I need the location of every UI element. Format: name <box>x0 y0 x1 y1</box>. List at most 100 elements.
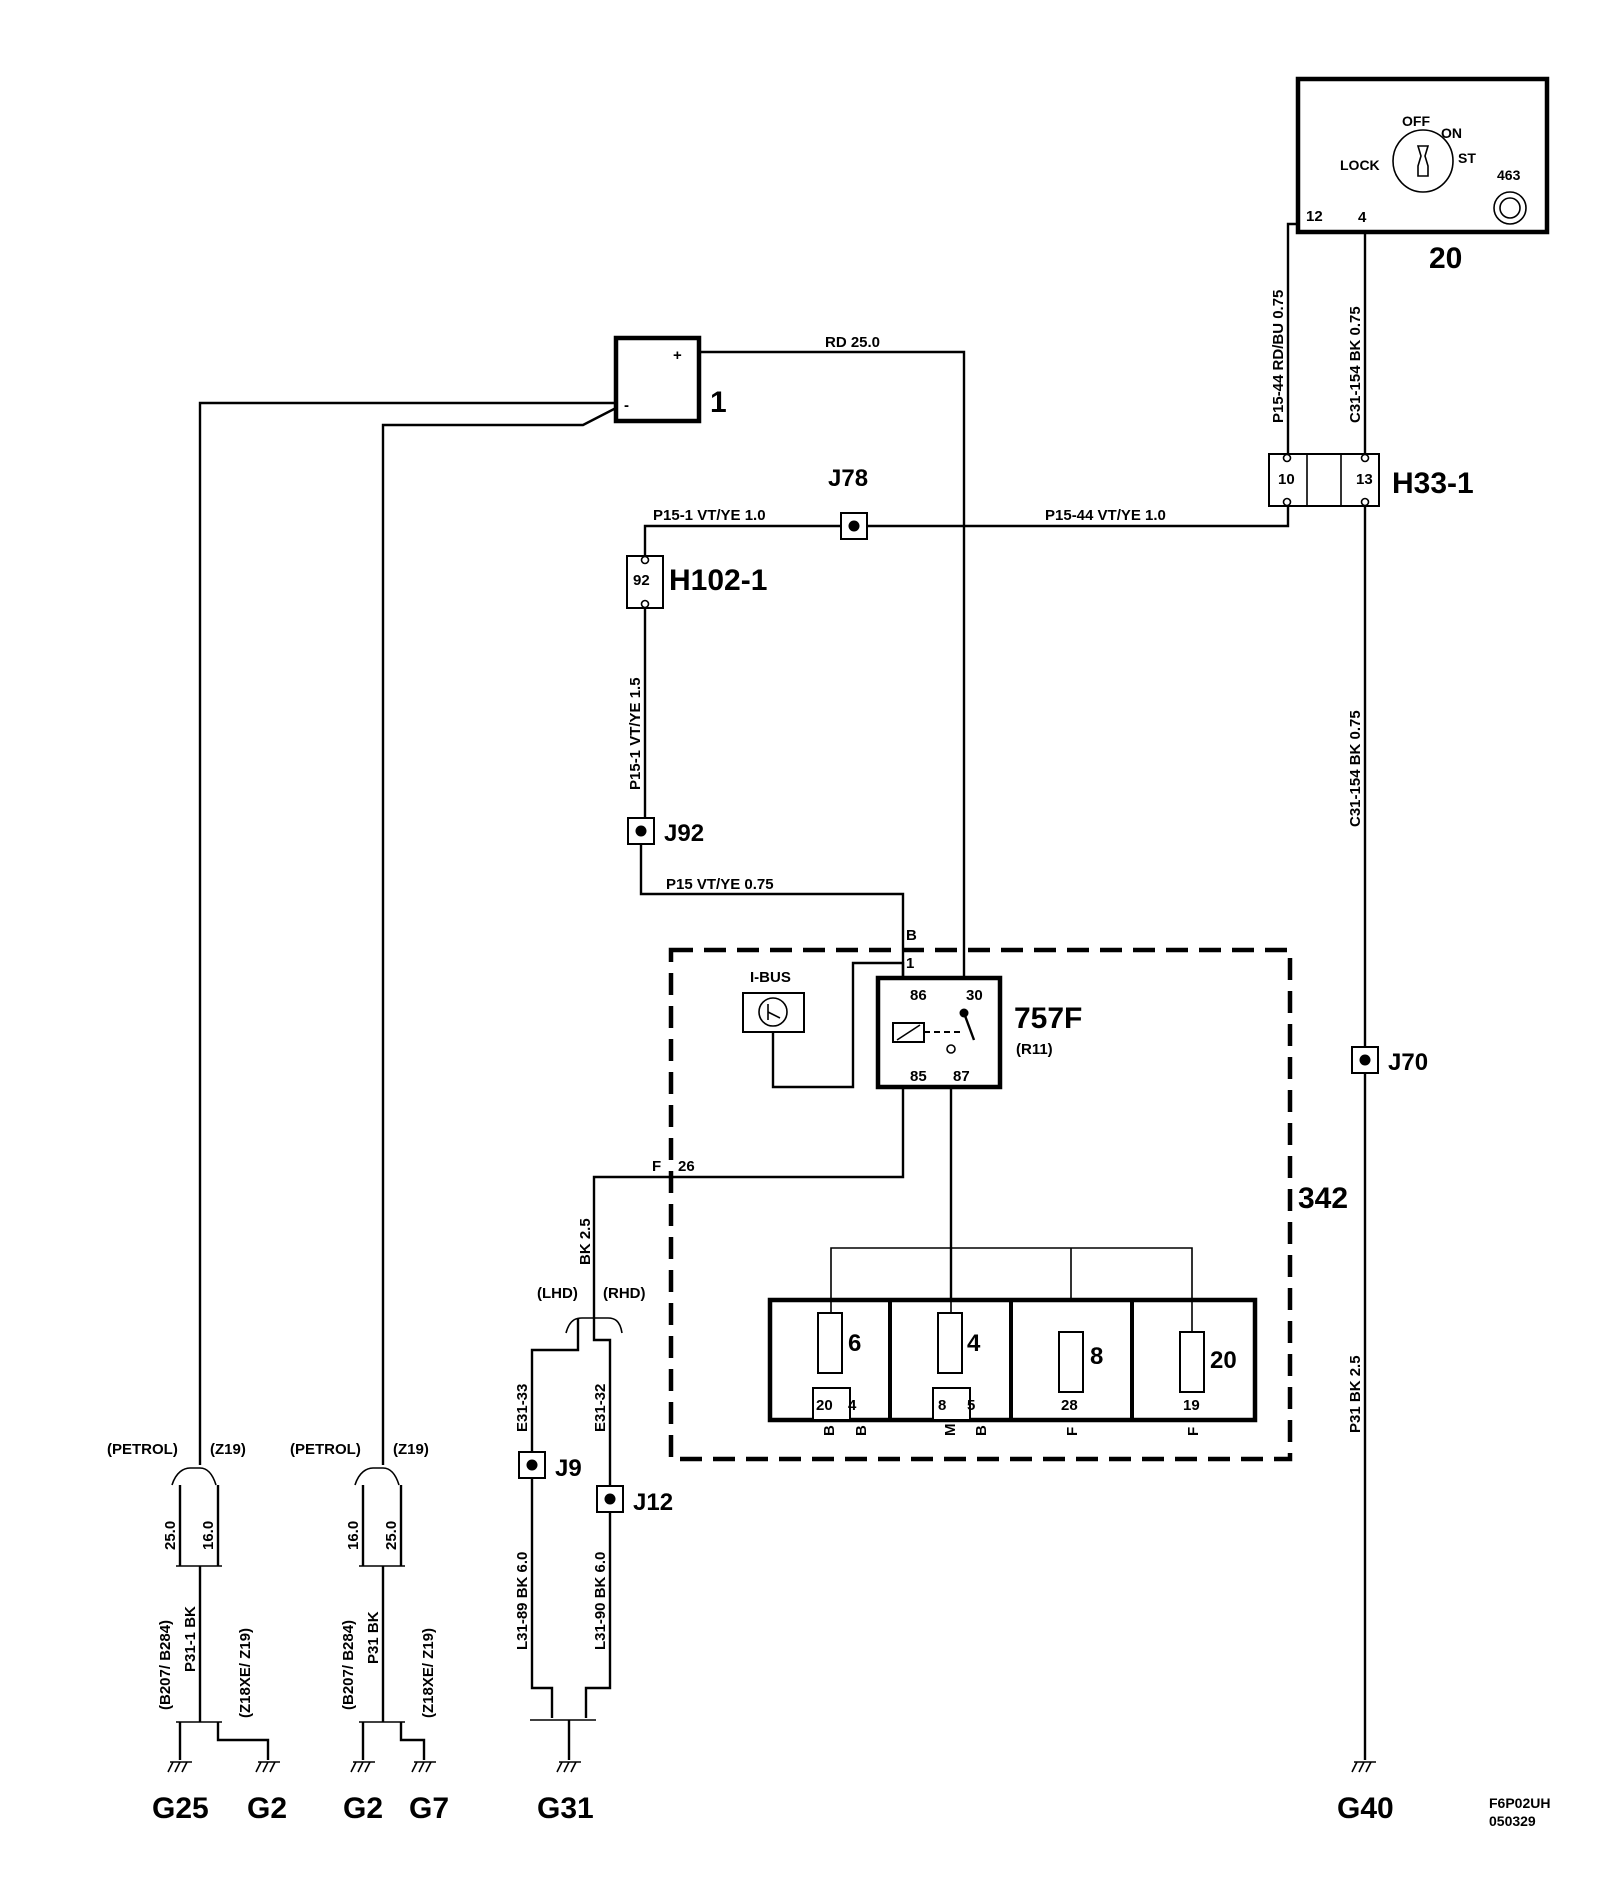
size-25-left: 25.0 <box>162 1521 179 1550</box>
j78-label: J78 <box>828 465 868 492</box>
wire-label-l31-90: L31-90 BK 6.0 <box>592 1552 609 1650</box>
variant-z19-1: (Z19) <box>210 1441 246 1458</box>
wire-ground-a <box>198 401 616 1465</box>
wire-label-p15: P15 VT/YE 0.75 <box>666 876 774 893</box>
wire-ibus <box>771 961 905 1089</box>
variant-b207-1: (B207/ B284) <box>157 1620 174 1710</box>
j70-label: J70 <box>1388 1049 1428 1076</box>
j12-label: J12 <box>633 1489 673 1516</box>
wire-label-e31-32: E31-32 <box>592 1384 609 1432</box>
connector-h33-1: 10 13 H33-1 <box>1268 453 1474 507</box>
fuse-6-number: 6 <box>848 1330 861 1357</box>
pin-label-f: F <box>652 1158 661 1175</box>
wire-label-c31-154-top: C31-154 BK 0.75 <box>1347 306 1364 423</box>
module-342 <box>668 947 1293 1462</box>
wire-label-rd-25: RD 25.0 <box>825 334 880 351</box>
relay-pin-30: 30 <box>966 987 983 1004</box>
switch-pos-st: ST <box>1458 150 1476 166</box>
reference-date: 050329 <box>1489 1813 1536 1829</box>
battery-id: 1 <box>710 386 727 419</box>
wire-l31-89 <box>530 1478 554 1718</box>
ignition-switch-id: 20 <box>1429 242 1462 275</box>
wire-label-p31: P31 BK <box>365 1611 382 1664</box>
fuse-4-pin-a: 8 <box>938 1397 946 1414</box>
variant-bracket-1 <box>171 1467 217 1486</box>
wire-l31-90 <box>584 1512 612 1718</box>
sensor-463-label: 463 <box>1497 167 1521 183</box>
ground-g2-label: G2 <box>247 1792 287 1825</box>
connector-h102-1: 92 H102-1 <box>626 555 767 609</box>
fuse-4-code-a: M <box>942 1424 959 1437</box>
j92-label: J92 <box>664 820 704 847</box>
wire-ground-b <box>381 406 617 1465</box>
wire-label-p15-1-top: P15-1 VT/YE 1.0 <box>653 507 766 524</box>
fuse-4-number: 4 <box>967 1330 981 1357</box>
relay-sub: (R11) <box>1016 1041 1053 1058</box>
reference-code: F6P02UH <box>1489 1795 1550 1811</box>
relay-pin-86: 86 <box>910 987 927 1004</box>
battery-plus: + <box>673 347 682 364</box>
wire-p15 <box>639 844 905 977</box>
splice-j70: J70 <box>1351 1046 1428 1076</box>
variant-rhd: (RHD) <box>603 1285 646 1302</box>
switch-pos-on: ON <box>1441 125 1462 141</box>
variant-lhd: (LHD) <box>537 1285 578 1302</box>
ibus-label: I-BUS <box>750 969 791 986</box>
variant-petrol-2: (PETROL) <box>290 1441 361 1458</box>
wire-label-p15-44-rdbu: P15-44 RD/BU 0.75 <box>1270 290 1287 423</box>
ground-g25-label: G25 <box>152 1792 209 1825</box>
variant-bracket-2 <box>354 1467 400 1486</box>
wire-p15-1-top <box>643 524 841 556</box>
wire-label-p31-1: P31-1 BK <box>182 1606 199 1672</box>
h33-pin-10: 10 <box>1278 471 1295 488</box>
splice-j12: J12 <box>596 1485 673 1516</box>
ground-g2b-label: G2 <box>343 1792 383 1825</box>
splice-j9: J9 <box>518 1451 582 1482</box>
size-25-mid: 25.0 <box>383 1521 400 1550</box>
ibus-sensor: I-BUS <box>742 969 805 1033</box>
switch-pin-12: 12 <box>1306 208 1323 225</box>
relay-pin-87: 87 <box>953 1068 970 1085</box>
ground-g7-icon <box>411 1761 436 1773</box>
wire-g7 <box>399 1722 426 1760</box>
wire-label-p31-bk: P31 BK 2.5 <box>1347 1355 1364 1433</box>
variant-petrol-1: (PETROL) <box>107 1441 178 1458</box>
variant-z18-2: (Z18XE/ Z19) <box>420 1628 437 1718</box>
ground-g2b-icon <box>350 1761 375 1773</box>
ground-g31-label: G31 <box>537 1792 594 1825</box>
relay-pin-85: 85 <box>910 1068 927 1085</box>
fuse-8-number: 8 <box>1090 1343 1103 1370</box>
h33-pin-13: 13 <box>1356 471 1373 488</box>
wire-g2-left <box>216 1722 270 1760</box>
wire-label-c31-154-mid: C31-154 BK 0.75 <box>1347 710 1364 827</box>
wire-label-p15-44-vtye: P15-44 VT/YE 1.0 <box>1045 507 1166 524</box>
size-16-left: 16.0 <box>200 1521 217 1550</box>
h102-id: H102-1 <box>669 564 767 597</box>
relay-id: 757F <box>1014 1002 1082 1035</box>
ground-g7-label: G7 <box>409 1792 449 1825</box>
pin-label-1: 1 <box>906 955 914 972</box>
h33-id: H33-1 <box>1392 467 1474 500</box>
module-342-id: 342 <box>1298 1182 1348 1215</box>
ignition-switch: OFF ON ST LOCK 463 12 4 20 <box>1295 76 1550 275</box>
switch-pin-4: 4 <box>1358 209 1367 226</box>
wire-relay-85 <box>592 1087 905 1318</box>
pin-label-b: B <box>906 927 917 944</box>
fuse-6-code-a: B <box>821 1425 838 1436</box>
splice-j78: J78 <box>828 465 868 540</box>
fuse-20-number: 20 <box>1210 1347 1237 1374</box>
fuse-8-code: F <box>1064 1427 1081 1436</box>
wire-label-l31-89: L31-89 BK 6.0 <box>514 1552 531 1650</box>
relay-757f: 86 30 85 87 757F (R11) <box>875 975 1082 1090</box>
splice-j92: J92 <box>627 817 704 847</box>
h102-pin-92: 92 <box>633 572 650 589</box>
wire-rd-25 <box>699 350 966 992</box>
battery: + - 1 <box>613 335 727 424</box>
fuse-6-pin-b: 4 <box>848 1397 857 1414</box>
fuse-block: 6 20 4 B B 4 8 5 M B 8 28 F 20 19 F <box>767 1297 1258 1437</box>
ground-g40-icon <box>1351 1761 1376 1773</box>
size-16-mid: 16.0 <box>345 1521 362 1550</box>
ground-g31-icon <box>556 1761 581 1773</box>
wire-label-p15-1-vert: P15-1 VT/YE 1.5 <box>627 677 644 790</box>
